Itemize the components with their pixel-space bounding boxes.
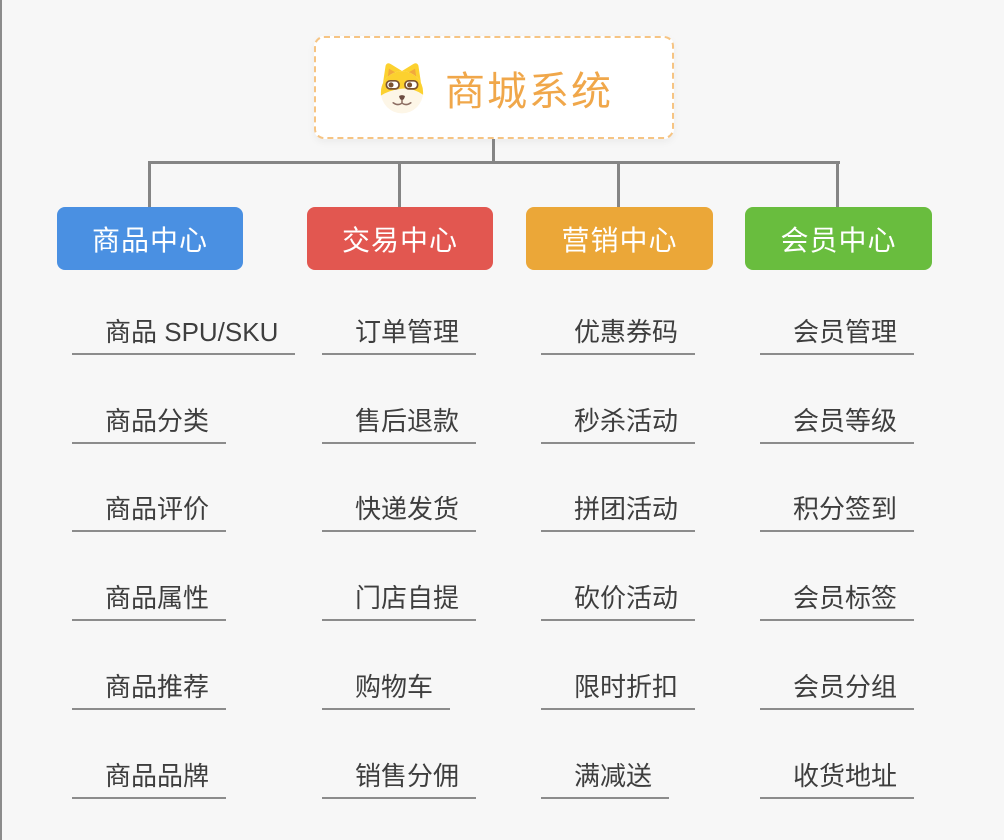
mindmap-item[interactable]: 商品分类 [72, 406, 227, 444]
leaf-row: 满减送 [541, 710, 695, 799]
connector-root-drop [492, 139, 495, 163]
branch-spine-trade [0, 530, 2, 840]
connector-drop-member [836, 161, 839, 207]
leaf-row: 收货地址 [760, 710, 915, 799]
mindmap-item[interactable]: 满减送 [541, 761, 670, 799]
mindmap-item[interactable]: 砍价活动 [541, 583, 696, 622]
leaf-row: 商品品牌 [72, 710, 295, 799]
mindmap-item[interactable]: 限时折扣 [541, 672, 696, 710]
mindmap-item[interactable]: 收货地址 [760, 761, 915, 799]
leaf-row: 快递发货 [322, 444, 477, 533]
leaf-row: 优惠券码 [541, 266, 696, 355]
leaf-row: 砍价活动 [541, 532, 696, 622]
leaf-row: 商品分类 [72, 355, 295, 444]
leaf-row: 商品 SPU/SKU [72, 266, 296, 355]
leaf-row: 门店自提 [322, 532, 477, 622]
mindmap-item[interactable]: 会员等级 [760, 406, 915, 444]
dog-face-icon [380, 62, 424, 113]
connector-drop-trade [398, 161, 401, 207]
leaf-row: 购物车 [322, 621, 476, 710]
leaf-row: 商品属性 [72, 532, 295, 622]
marketing-center-items: 优惠券码 秒杀活动 拼团活动 砍价活动 限时折扣 满减送 [541, 266, 696, 799]
branch-spine-product [0, 0, 2, 530]
member-center-header[interactable]: 会员中心 [745, 207, 932, 270]
mindmap-item[interactable]: 订单管理 [322, 317, 477, 355]
trade-center-items: 订单管理 售后退款 快递发货 门店自提 购物车 销售分佣 [322, 266, 477, 799]
leaf-row: 会员标签 [760, 532, 915, 622]
connector-drop-product [148, 161, 151, 207]
leaf-row: 售后退款 [322, 355, 477, 444]
mindmap-item[interactable]: 拼团活动 [541, 494, 696, 533]
connector-horizontal-bar [148, 161, 840, 164]
leaf-row: 商品评价 [72, 444, 295, 533]
mindmap-item[interactable]: 商品品牌 [72, 761, 227, 799]
leaf-row: 秒杀活动 [541, 355, 696, 444]
leaf-row: 商品推荐 [72, 621, 295, 710]
leaf-row: 限时折扣 [541, 621, 696, 710]
mindmap-item[interactable]: 售后退款 [322, 406, 477, 444]
mindmap-item[interactable]: 销售分佣 [322, 761, 477, 799]
leaf-row: 订单管理 [322, 266, 477, 355]
mindmap-item[interactable]: 商品属性 [72, 583, 227, 622]
mindmap-item[interactable]: 商品评价 [72, 494, 227, 533]
product-center-items: 商品 SPU/SKU 商品分类 商品评价 商品属性 商品推荐 商品品牌 [72, 266, 296, 799]
leaf-row: 积分签到 [760, 444, 915, 533]
mindmap-item[interactable]: 购物车 [322, 672, 451, 710]
root-title: 商城系统 [445, 69, 613, 114]
leaf-row: 会员等级 [760, 355, 915, 444]
leaf-row: 会员分组 [760, 621, 915, 710]
mindmap-item[interactable]: 商品 SPU/SKU [72, 317, 296, 355]
root-node[interactable]: 商城系统 [314, 36, 674, 139]
mindmap-item[interactable]: 会员分组 [760, 672, 915, 710]
member-center-items: 会员管理 会员等级 积分签到 会员标签 会员分组 收货地址 [760, 266, 915, 799]
mindmap-item[interactable]: 优惠券码 [541, 317, 696, 355]
connector-drop-marketing [617, 161, 620, 207]
leaf-row: 拼团活动 [541, 444, 696, 533]
leaf-row: 会员管理 [760, 266, 915, 355]
mindmap-item[interactable]: 会员标签 [760, 583, 915, 622]
mindmap-item[interactable]: 秒杀活动 [541, 406, 696, 444]
mindmap-item[interactable]: 商品推荐 [72, 672, 227, 710]
leaf-row: 销售分佣 [322, 710, 477, 799]
mindmap-item[interactable]: 会员管理 [760, 317, 915, 355]
product-center-header[interactable]: 商品中心 [57, 207, 243, 270]
marketing-center-header[interactable]: 营销中心 [526, 207, 713, 270]
trade-center-header[interactable]: 交易中心 [307, 207, 493, 270]
mindmap-item[interactable]: 门店自提 [322, 583, 477, 622]
mindmap-item[interactable]: 快递发货 [322, 494, 477, 533]
mindmap-item[interactable]: 积分签到 [760, 494, 915, 533]
